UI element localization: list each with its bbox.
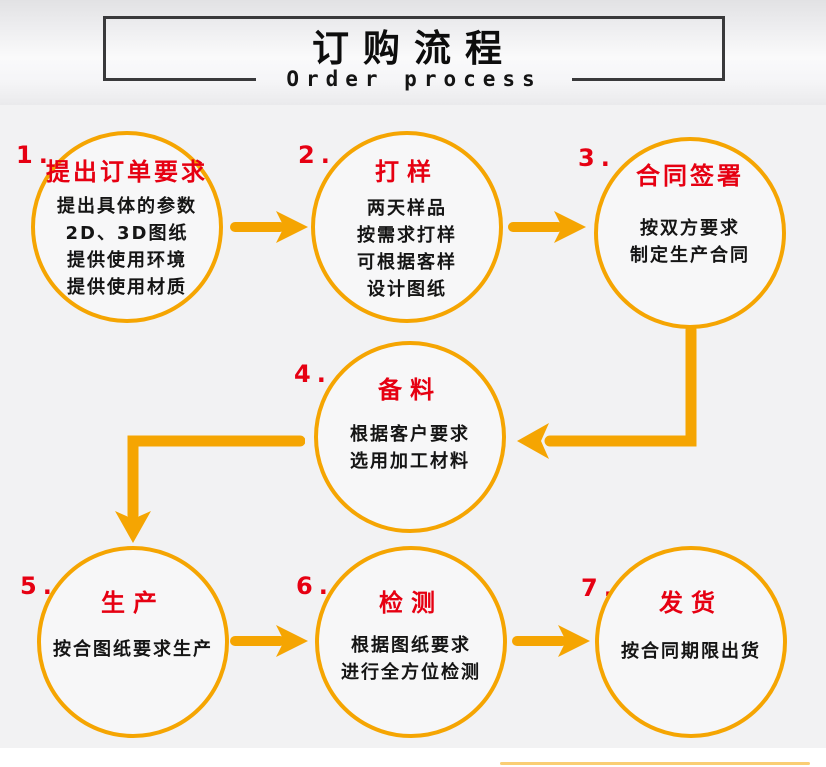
step-detail-line: 2D、3D图纸 xyxy=(65,223,189,244)
subtitle-left-line xyxy=(103,77,257,81)
step-details: 两天样品按需求打样可根据客样设计图纸 xyxy=(357,195,457,303)
step-circle-order-request: 提出订单要求 提出具体的参数 2D、3D图纸提供使用环境提供使用材质 xyxy=(31,131,223,323)
step-details: 根据客户要求选用加工材料 xyxy=(350,421,470,475)
step-detail-line: 根据图纸要求 xyxy=(351,635,471,656)
step-number-4: 4. xyxy=(294,360,332,388)
step-title: 生产 xyxy=(101,589,165,617)
title-box: 订购流程 Order process xyxy=(103,16,725,91)
step-detail-line: 两天样品 xyxy=(367,198,447,219)
page-subtitle: Order process xyxy=(286,67,542,91)
arrow-step5-to-step6-icon xyxy=(230,625,308,657)
step-title: 发货 xyxy=(659,589,723,617)
step-detail-line: 按合同期限出货 xyxy=(621,641,761,662)
arrow-step2-to-step3-icon xyxy=(508,211,586,243)
page-title: 订购流程 xyxy=(312,27,516,70)
subtitle-right-line xyxy=(571,77,725,81)
step-title: 备料 xyxy=(378,376,442,404)
step-details: 提出具体的参数 2D、3D图纸提供使用环境提供使用材质 xyxy=(57,193,197,301)
step-detail-line: 选用加工材料 xyxy=(350,451,470,472)
step-detail-line: 提供使用材质 xyxy=(67,277,187,298)
arrow-step4-to-step5-icon xyxy=(115,435,305,543)
header-band: 订购流程 Order process xyxy=(0,0,826,105)
step-circle-sampling: 打样 两天样品按需求打样可根据客样设计图纸 xyxy=(311,131,503,323)
step-circle-inspection: 检测 根据图纸要求进行全方位检测 xyxy=(315,546,507,738)
subtitle-row: Order process xyxy=(103,66,725,92)
step-details: 按双方要求制定生产合同 xyxy=(630,215,750,269)
arrow-step1-to-step2-icon xyxy=(230,211,308,243)
step-circle-material-preparation: 备料 根据客户要求选用加工材料 xyxy=(314,341,506,533)
arrow-step3-to-step4-icon xyxy=(517,326,697,459)
step-title: 提出订单要求 xyxy=(46,158,208,186)
arrow-step6-to-step7-icon xyxy=(512,625,590,657)
step-number-1: 1. xyxy=(16,141,54,169)
step-title: 打样 xyxy=(375,158,439,186)
step-circle-contract-signing: 合同签署 按双方要求制定生产合同 xyxy=(594,137,786,329)
bottom-accent-line xyxy=(500,762,810,765)
footer-strip xyxy=(0,748,826,767)
step-number-2: 2. xyxy=(298,141,336,169)
step-detail-line: 提供使用环境 xyxy=(67,250,187,271)
step-title: 检测 xyxy=(379,589,443,617)
step-detail-line: 进行全方位检测 xyxy=(341,662,481,683)
step-number-5: 5. xyxy=(20,572,58,600)
step-detail-line: 按需求打样 xyxy=(357,225,457,246)
step-details: 根据图纸要求进行全方位检测 xyxy=(341,632,481,686)
step-circle-production: 生产 按合图纸要求生产 xyxy=(37,546,229,738)
step-details: 按合图纸要求生产 xyxy=(53,636,213,663)
step-detail-line: 按双方要求 xyxy=(640,218,740,239)
step-detail-line: 设计图纸 xyxy=(367,279,447,300)
step-number-6: 6. xyxy=(296,572,334,600)
step-detail-line: 根据客户要求 xyxy=(350,424,470,445)
step-title: 合同签署 xyxy=(636,162,744,190)
step-detail-line: 按合图纸要求生产 xyxy=(53,639,213,660)
step-number-3: 3. xyxy=(578,144,616,172)
step-circle-shipping: 发货 按合同期限出货 xyxy=(595,546,787,738)
step-detail-line: 提出具体的参数 xyxy=(57,196,197,217)
step-detail-line: 可根据客样 xyxy=(357,252,457,273)
step-detail-line: 制定生产合同 xyxy=(630,245,750,266)
step-details: 按合同期限出货 xyxy=(621,638,761,665)
